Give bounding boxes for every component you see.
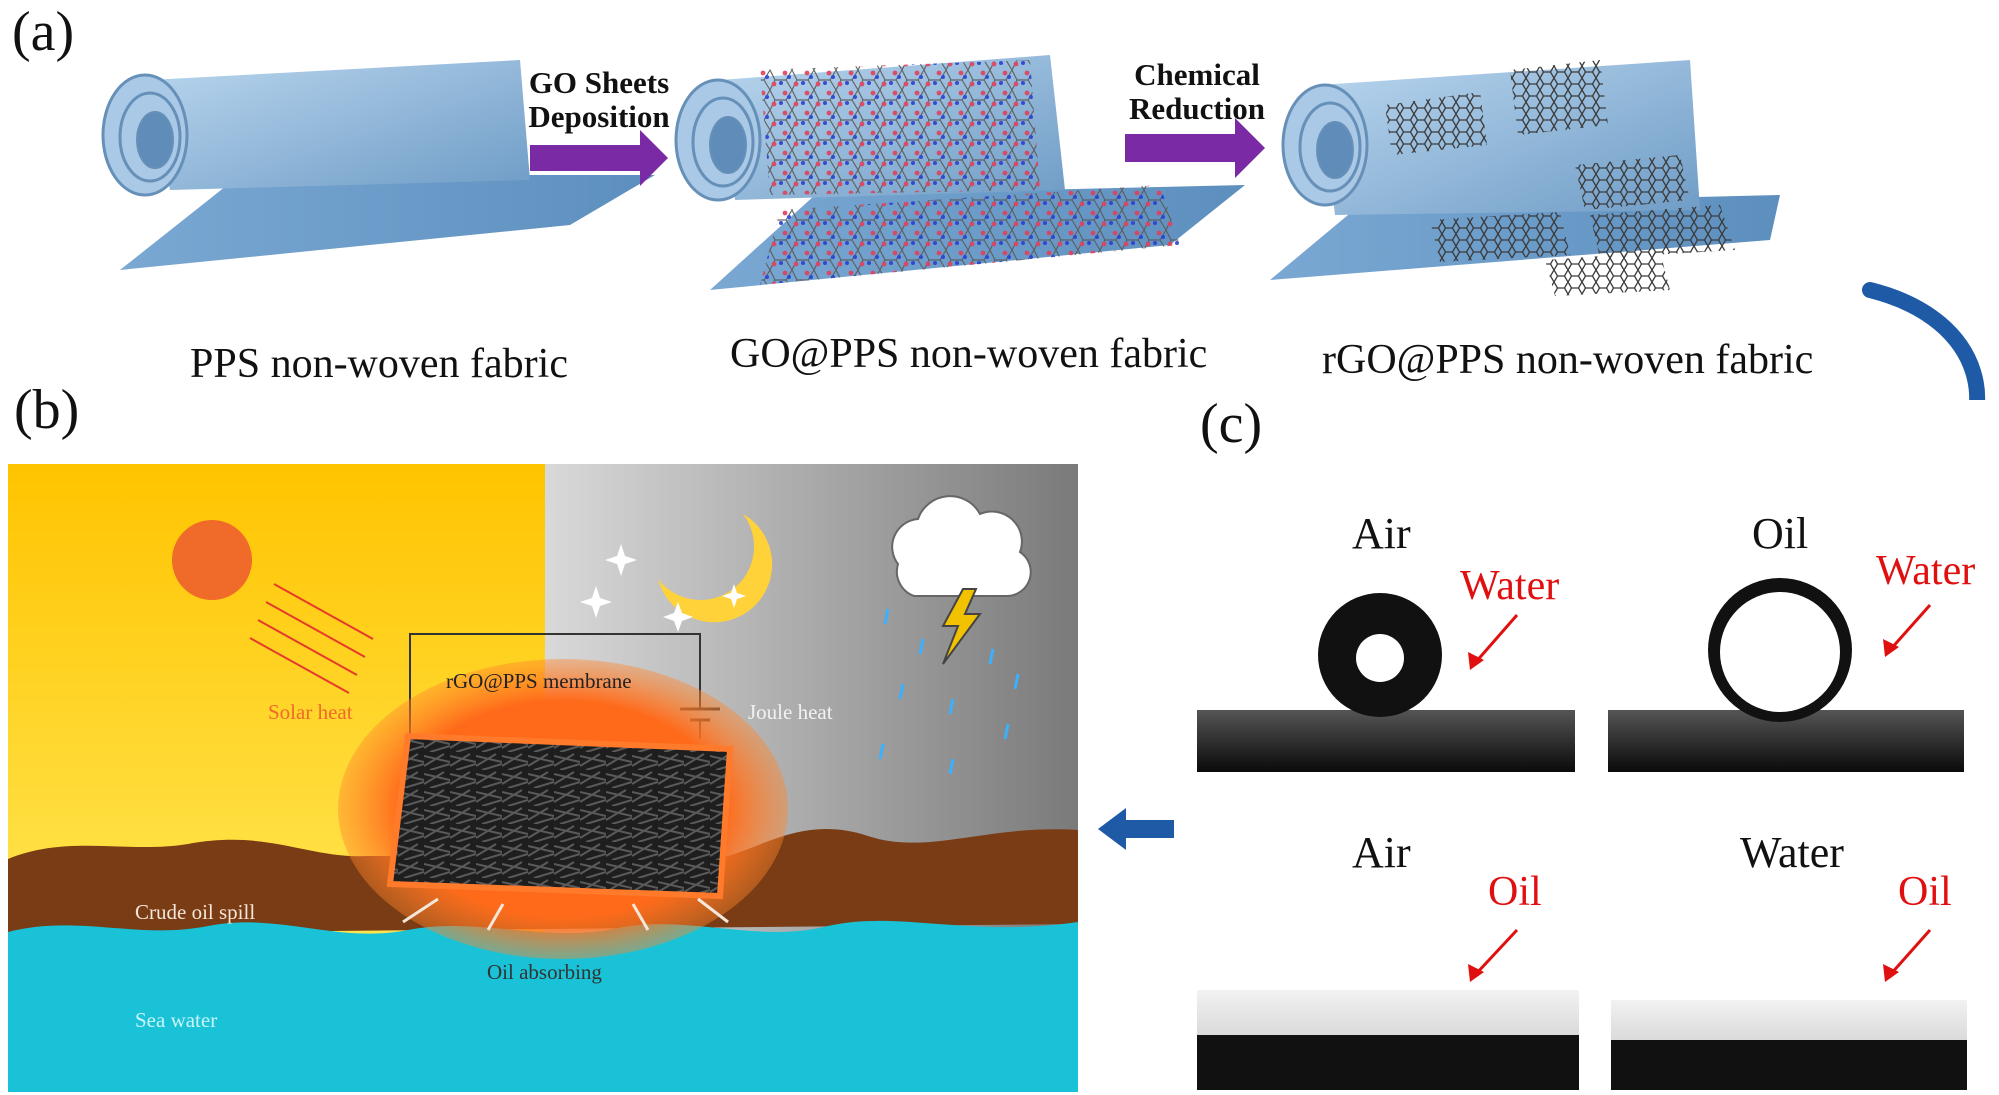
storm-cloud-icon [878, 495, 1032, 775]
solar-heat-label: Solar heat [268, 700, 353, 724]
pps-fabric-roll [101, 60, 655, 270]
liquid-label-br: Oil [1898, 869, 1952, 915]
panel-b-illustration [8, 464, 1078, 1092]
panel-a-letter: (a) [12, 1, 75, 63]
crude-oil-spill-label: Crude oil spill [135, 900, 256, 924]
sea-water-label: Sea water [135, 1008, 218, 1032]
sun-icon [172, 520, 252, 600]
joule-heat-label: Joule heat [748, 700, 833, 724]
medium-label-tl: Air [1352, 509, 1411, 558]
membrane-label: rGO@PPS membrane [446, 669, 632, 693]
rgo-pps-fabric-roll [1270, 60, 1780, 296]
panel-c-letter: (c) [1200, 393, 1263, 455]
rgo-pps-membrane [386, 732, 734, 900]
medium-label-tr: Oil [1752, 509, 1809, 558]
panel-a-illustration [101, 55, 1986, 400]
process-arrow-1 [530, 130, 668, 186]
medium-label-br: Water [1740, 828, 1844, 877]
go-pps-fabric-roll [674, 55, 1245, 290]
panel-b-letter: (b) [14, 379, 80, 441]
liquid-label-tl: Water [1460, 563, 1560, 609]
go-pps-fabric-label: GO@PPS non-woven fabric [730, 331, 1208, 377]
liquid-label-bl: Oil [1488, 869, 1542, 915]
process-arrow-2 [1125, 118, 1265, 178]
sea-water [8, 920, 1078, 1092]
pps-fabric-label: PPS non-woven fabric [190, 341, 568, 387]
rgo-pps-fabric-label: rGO@PPS non-woven fabric [1322, 337, 1814, 383]
liquid-label-tr: Water [1876, 548, 1976, 594]
oil-absorbing-label: Oil absorbing [487, 960, 602, 984]
left-arrow-icon [1098, 808, 1174, 850]
curved-arrow [1862, 282, 1986, 400]
medium-label-bl: Air [1352, 828, 1411, 877]
star-icons [580, 544, 746, 632]
